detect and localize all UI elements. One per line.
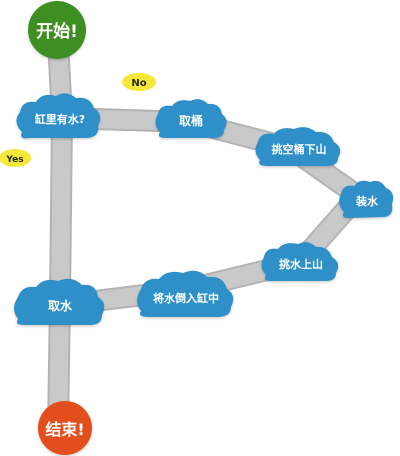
step-carry-water-up: 挑水上山 (261, 242, 339, 281)
branch-no-label: No (131, 78, 146, 89)
cloud-shape (155, 99, 227, 138)
step-fetch-bucket: 取桶 (155, 99, 227, 138)
step-label: 挑水上山 (279, 257, 323, 271)
step-label: 取水 (48, 298, 73, 313)
step-label: 装水 (355, 194, 379, 208)
step-fill-water: 装水 (339, 180, 394, 218)
cloud-shape (261, 242, 339, 281)
end-label: 结束! (44, 420, 84, 439)
step-label: 挑空桶下山 (272, 142, 327, 156)
branch-yes-label: Yes (5, 155, 23, 165)
start-node: 开始! (28, 1, 86, 59)
cloud-shape (137, 270, 234, 317)
branch-no-tag: No (122, 73, 156, 91)
flow-paths (47, 29, 369, 441)
step-carry-bucket-down: 挑空桶下山 (255, 127, 341, 166)
cloud-shape (14, 278, 105, 325)
start-label: 开始! (36, 21, 78, 42)
step-label: 取桶 (179, 113, 203, 128)
decision-node: 缸里有水? (16, 93, 101, 139)
cloud-shape (16, 93, 101, 139)
step-take-water: 取水 (14, 278, 105, 325)
step-pour-into-vat: 将水倒入缸中 (137, 270, 234, 317)
end-node: 结束! (38, 401, 92, 455)
decision-label: 缸里有水? (34, 112, 85, 126)
branch-yes-tag: Yes (0, 149, 31, 167)
cloud-shape (255, 127, 341, 166)
path-main-vertical-fill (49, 31, 71, 439)
step-label: 将水倒入缸中 (153, 291, 219, 305)
cloud-shape (339, 180, 394, 218)
